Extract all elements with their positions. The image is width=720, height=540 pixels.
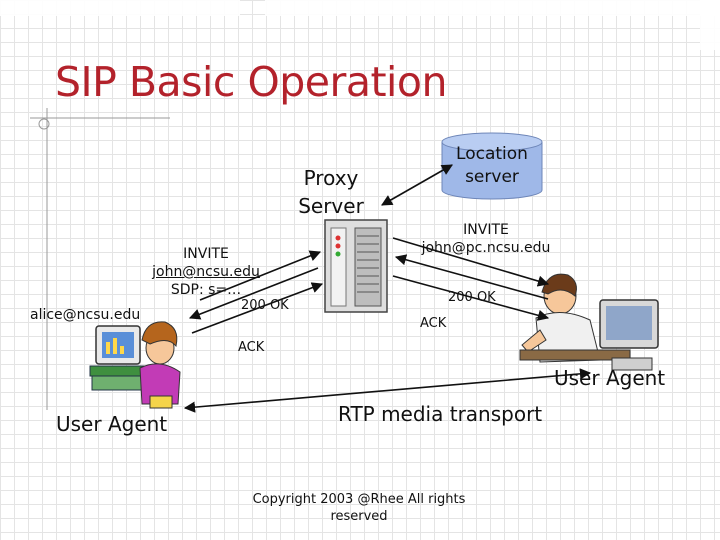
ack-left-label: ACK <box>238 340 265 355</box>
location-server-label-line2: server <box>465 167 519 187</box>
ok-right-label: 200 OK <box>448 290 496 305</box>
invite-left-sdp: SDP: s=… <box>170 282 242 298</box>
proxy-location-arrow <box>381 164 453 206</box>
alice-user-agent-label: User Agent <box>56 412 168 436</box>
invite-right-label: INVITE john@pc.ncsu.edu <box>418 221 554 257</box>
john-user-agent-label: User Agent <box>554 366 666 390</box>
copyright-line1: Copyright 2003 @Rhee All rights <box>252 492 466 507</box>
invite-right-method: INVITE <box>463 222 509 238</box>
proxy-server-label: Proxy Server <box>286 164 376 220</box>
ack-right-arrow <box>392 275 550 321</box>
rtp-media-label: RTP media transport <box>338 402 543 426</box>
alice-user-icon <box>89 321 181 409</box>
alice-address-label: alice@ncsu.edu <box>30 307 141 323</box>
invite-left-method: INVITE <box>183 246 229 262</box>
invite-left-uri: john@ncsu.edu <box>152 264 260 280</box>
copyright-line2: reserved <box>330 509 388 524</box>
slide-frame-decoration <box>30 108 170 410</box>
invite-right-uri: john@pc.ncsu.edu <box>421 240 551 256</box>
ack-right-label: ACK <box>420 316 447 331</box>
ok-left-label: 200 OK <box>241 298 289 313</box>
location-server-label: Location server <box>444 143 540 189</box>
slide-title: SIP Basic Operation <box>55 58 448 106</box>
proxy-server-icon <box>324 219 388 313</box>
john-user-icon <box>519 273 659 371</box>
proxy-server-label-line1: Proxy <box>303 166 359 190</box>
location-server-label-line1: Location <box>456 144 528 164</box>
copyright-footer: Copyright 2003 @Rhee All rights reserved <box>249 491 469 525</box>
invite-right-arrow <box>392 237 550 287</box>
invite-left-arrow <box>199 250 322 301</box>
ok-right-arrow <box>394 254 549 300</box>
invite-left-label: INVITE john@ncsu.edu SDP: s=… <box>148 245 264 299</box>
location-server-cylinder <box>441 132 543 200</box>
ok-left-arrow <box>188 267 319 320</box>
ack-left-arrow <box>191 282 324 334</box>
rtp-media-arrow <box>183 368 592 413</box>
proxy-server-label-line2: Server <box>298 194 364 218</box>
